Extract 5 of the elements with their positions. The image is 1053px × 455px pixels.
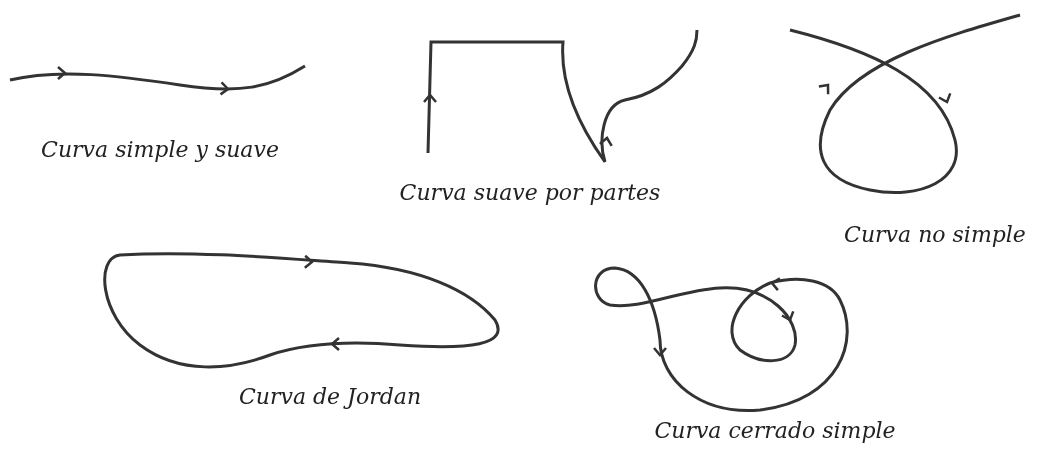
curve-caption: Curva suave por partes bbox=[399, 180, 661, 205]
curve-caption: Curva de Jordan bbox=[238, 384, 422, 409]
curve-caption: Curva cerrado simple bbox=[654, 418, 896, 443]
curve-caption: Curva simple y suave bbox=[41, 137, 279, 162]
curve-caption: Curva no simple bbox=[844, 222, 1026, 247]
